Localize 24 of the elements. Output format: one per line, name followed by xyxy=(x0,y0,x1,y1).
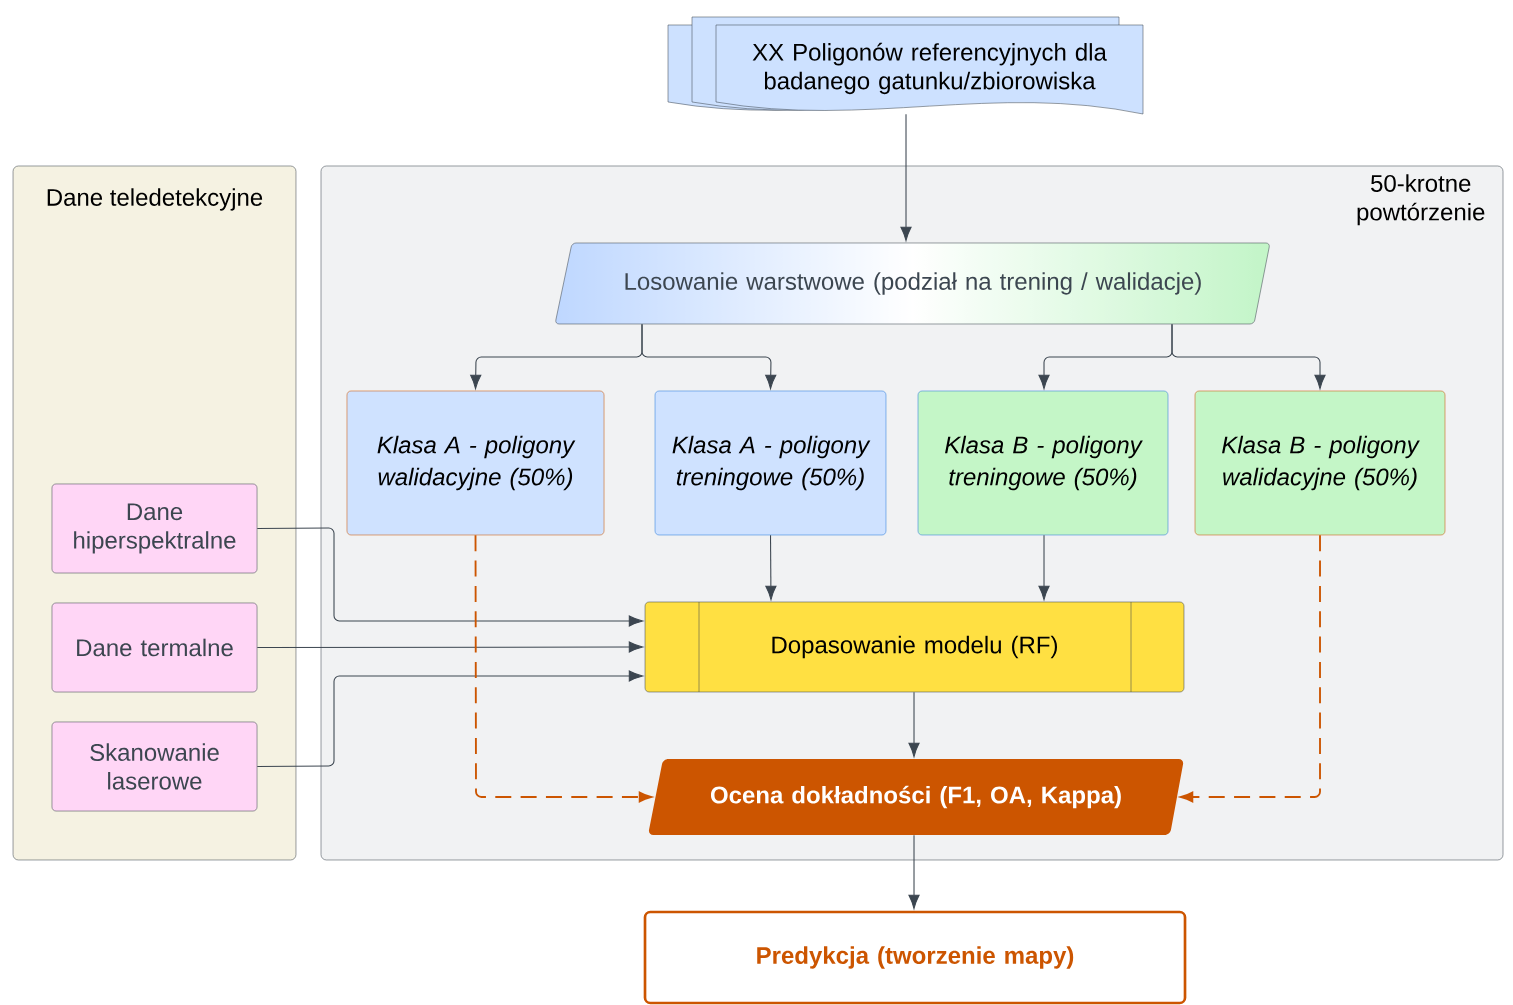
process-box: Klasa B - poligony treningowe (50%) xyxy=(917,390,1169,536)
process-box: Klasa A - poligony treningowe (50%) xyxy=(654,390,887,536)
parallelogram-box: Losowanie warstwowe (podział na trening / walidacje) xyxy=(555,242,1270,325)
document-stack: XX Poligonów referencyjnych dla badanego gatunku/zbiorowiska xyxy=(667,16,1144,115)
process-box: Dopasowanie modelu (RF) xyxy=(644,601,1185,693)
arrow xyxy=(1171,323,1326,390)
arrow xyxy=(641,323,777,390)
arrow xyxy=(1038,534,1050,601)
arrow xyxy=(474,534,652,803)
arrow xyxy=(765,534,777,601)
arrow xyxy=(256,527,644,627)
arrow xyxy=(1180,534,1321,803)
arrow xyxy=(908,834,920,910)
arrow xyxy=(256,670,644,768)
parallelogram-box: Ocena dokładności (F1, OA, Kappa) xyxy=(648,759,1184,835)
data-box: Skanowanie laserowe xyxy=(51,721,258,812)
arrow xyxy=(256,641,644,653)
process-box: Klasa B - poligony walidacyjne (50%) xyxy=(1194,390,1446,536)
arrow xyxy=(908,691,920,758)
result-box: Predykcja (tworzenie mapy) xyxy=(643,910,1187,1005)
arrow xyxy=(900,113,912,242)
data-box: Dane hiperspektralne xyxy=(51,483,258,574)
process-box: Klasa A - poligony walidacyjne (50%) xyxy=(346,390,605,536)
data-box: Dane termalne xyxy=(51,602,258,693)
